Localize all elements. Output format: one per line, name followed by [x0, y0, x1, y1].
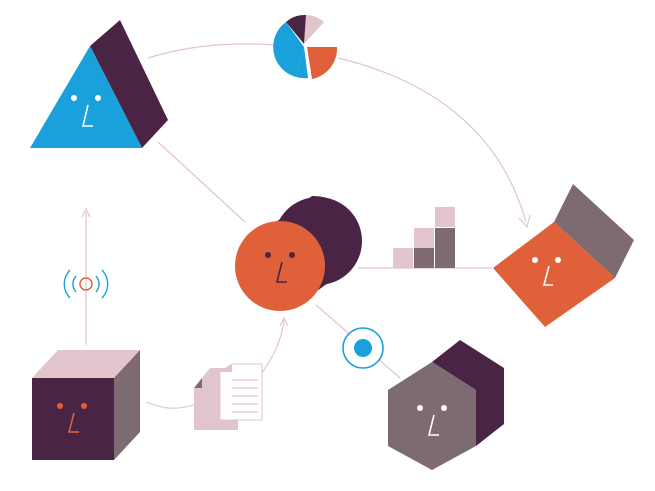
signal-arc: [96, 276, 99, 292]
signal-arc: [73, 276, 76, 292]
hexagon-eye-left: [417, 405, 423, 411]
cylinder-node: [235, 196, 362, 311]
document-stack-icon: [194, 364, 262, 430]
bar-block: [435, 228, 455, 248]
connector-triangle-pie: [148, 44, 276, 58]
pie-slice-pink: [304, 15, 324, 44]
bar-block: [414, 248, 434, 268]
cylinder-eye-left: [265, 252, 271, 258]
connector-cube-documents: [146, 402, 196, 408]
hexagon-eye-right: [441, 405, 447, 411]
bar-chart-icon: [393, 207, 455, 268]
document-back-fold: [194, 378, 202, 388]
diamond-eye-left: [532, 257, 538, 263]
bar-block: [414, 228, 434, 248]
cylinder-front: [235, 221, 325, 311]
target-dot: [354, 339, 372, 357]
triangle-node: [30, 20, 168, 148]
signal-arc: [102, 270, 108, 298]
connector-triangle-cylinder: [158, 142, 245, 222]
diamond-box-node: [493, 184, 634, 327]
triangle-eye-right: [95, 95, 101, 101]
pie-chart-node: [273, 15, 337, 79]
bar-block: [435, 248, 455, 268]
cube-node: [32, 350, 140, 460]
signal-arc: [64, 270, 70, 298]
triangle-eye-left: [71, 95, 77, 101]
cube-eye-left: [57, 403, 63, 409]
connector-pie-diamond: [338, 58, 526, 222]
cube-eye-right: [81, 403, 87, 409]
cylinder-eye-right: [289, 252, 295, 258]
bar-block: [393, 248, 413, 268]
diamond-eye-right: [555, 257, 561, 263]
target-dot-icon: [343, 328, 383, 368]
hexagon-node: [388, 340, 504, 470]
pie-slice-orange: [307, 47, 337, 79]
bar-block: [435, 207, 455, 227]
